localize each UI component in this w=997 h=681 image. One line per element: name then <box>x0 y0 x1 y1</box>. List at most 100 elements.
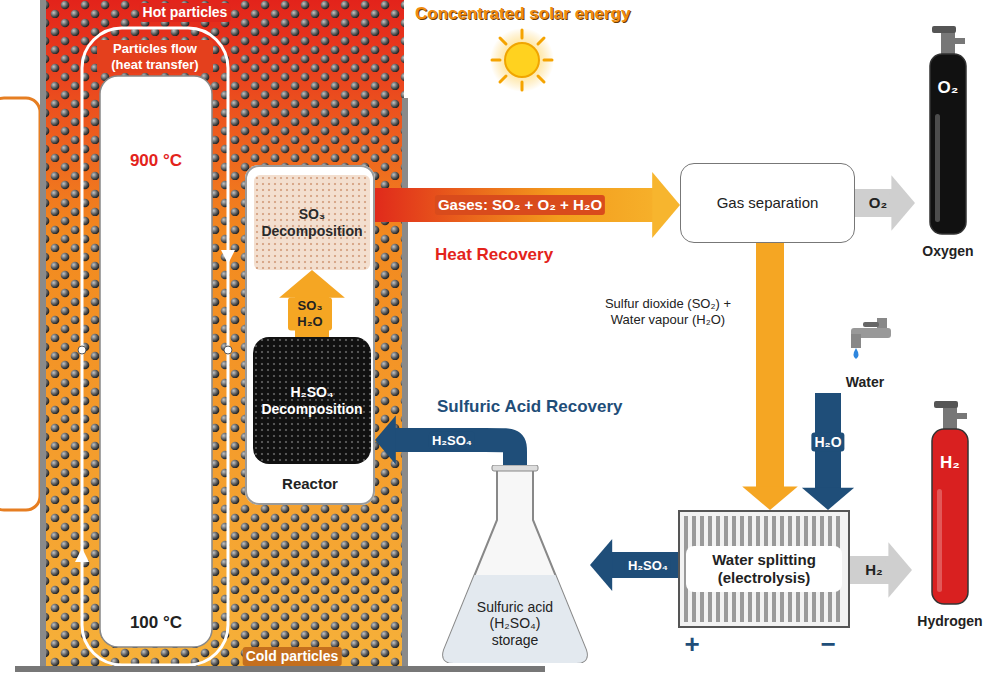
arrow-head <box>375 416 396 465</box>
rect-part <box>863 322 879 327</box>
node-text: SO₃ Decomposition <box>258 206 366 240</box>
arrow-label: H₂ <box>862 560 886 580</box>
electrode-sign: − <box>817 630 838 658</box>
flow-arrow <box>279 270 345 337</box>
line-part <box>544 59 552 62</box>
particle-loop <box>82 28 228 665</box>
ground-base <box>15 666 545 672</box>
sun <box>505 43 539 77</box>
flow-arrow <box>850 542 912 598</box>
flow-arrow <box>375 172 680 238</box>
arrow-shaft <box>850 556 889 584</box>
arrow-shaft <box>756 243 784 487</box>
path-part <box>854 348 859 359</box>
arrow-shaft <box>611 552 678 578</box>
node-text: H₂ <box>940 453 960 473</box>
node-text: Hydrogen <box>917 613 982 630</box>
process-box: Gas separation <box>680 163 855 243</box>
rect-part <box>957 413 967 419</box>
flow-label: Particles flow (heat transfer) <box>97 40 213 73</box>
rect-part <box>935 114 940 222</box>
arrow-label: SO₃ H₂O <box>288 297 332 330</box>
arrow-head <box>742 486 798 510</box>
arrow-shaft <box>855 189 892 217</box>
energy-label: Concentrated solar energy <box>412 3 633 25</box>
node-text: Water <box>846 374 884 391</box>
process-label-box: Sulfuric Acid Recovery <box>434 396 626 418</box>
gas-cylinder: H₂ Hydrogen <box>912 395 988 630</box>
reactor-box: SO₃ DecompositionH₂SO₄ DecompositionReac… <box>245 165 375 505</box>
flow-marker <box>224 346 232 354</box>
arrow-label: Sulfur dioxide (SO₂) + Water vapour (H₂O… <box>586 295 751 328</box>
arrow-label-box: Sulfur dioxide (SO₂) + Water vapour (H₂O… <box>586 295 751 328</box>
energy-label-box: Concentrated solar energy <box>412 3 633 25</box>
electrolyser: Water splitting (electrolysis) <box>678 510 850 628</box>
sun-glow <box>490 28 554 92</box>
water-tap: Water <box>820 318 910 393</box>
arrow-head <box>652 172 680 238</box>
node-text: Water splitting (electrolysis) <box>686 546 842 592</box>
electrode-sign-box: − <box>817 630 838 658</box>
sun-rays <box>492 30 552 90</box>
particle-bed <box>46 0 404 668</box>
storage-flask: Sulfuric acid (H₂SO₄) storage <box>440 465 590 663</box>
arrow-head <box>802 488 854 510</box>
line-part <box>500 76 506 82</box>
rect-part <box>932 429 968 604</box>
line-part <box>492 59 500 62</box>
gas-cylinder-outline <box>912 395 988 630</box>
arrow-label-box: H₂SO₄ <box>429 431 475 450</box>
arrow-head <box>891 175 915 231</box>
electrode-sign-box: + <box>681 630 702 658</box>
tower-ground <box>46 0 404 668</box>
node-text: Gas separation <box>717 194 819 212</box>
side-panel <box>0 98 40 510</box>
temperature-label: 100 °C <box>127 612 185 634</box>
path-part <box>443 467 587 663</box>
arrow-label: Gases: SO₂ + O₂ + H₂O <box>435 195 605 215</box>
rect-part <box>851 334 861 348</box>
arrow-label-box: H₂SO₄ <box>625 556 671 575</box>
rect-part <box>680 512 848 626</box>
flow-label-box: Particles flow (heat transfer) <box>97 40 213 73</box>
rect-part <box>955 38 965 44</box>
node-text: Sulfuric acid (H₂SO₄) storage <box>465 599 565 649</box>
flow-marker <box>78 346 86 354</box>
arrow-head <box>590 539 612 591</box>
zone-label: Hot particles <box>140 3 231 22</box>
temperature-label-box: 100 °C <box>127 612 185 634</box>
rect-part <box>932 26 956 33</box>
process-label: Sulfuric Acid Recovery <box>434 396 626 418</box>
zone-label: Cold particles <box>243 647 342 666</box>
reactor-fill <box>245 165 375 505</box>
electrode-sign: + <box>681 630 702 658</box>
rect-part <box>492 465 538 471</box>
gas-cylinder: O₂Oxygen <box>915 20 981 260</box>
node-text: Reactor <box>282 475 338 493</box>
arrow-label: H₂SO₄ <box>625 557 671 575</box>
arrow-label-box: Gases: SO₂ + O₂ + H₂O <box>435 195 605 215</box>
arrow-head <box>888 542 912 598</box>
arrow-label: H₂O <box>811 433 844 452</box>
rect-part <box>943 407 957 431</box>
arrow-label-box: H₂O <box>811 433 844 452</box>
arrow-label: O₂ <box>866 193 890 213</box>
zone-label-box: Cold particles <box>243 647 342 666</box>
rect-part <box>937 489 942 592</box>
process-label: Heat Recovery <box>432 244 556 266</box>
arrow-shaft <box>375 188 653 222</box>
line-part <box>538 76 544 82</box>
flow-arrowhead <box>75 548 89 562</box>
flow-arrow <box>855 175 915 231</box>
arrow-label-box: O₂ <box>866 193 890 213</box>
arrow-label: H₂SO₄ <box>429 432 475 450</box>
process-label-box: Heat Recovery <box>432 244 556 266</box>
flow-arrow <box>742 243 798 510</box>
line-part <box>521 82 524 90</box>
temperature-label: 900 °C <box>127 150 185 172</box>
process-box: H₂SO₄ Decomposition <box>253 337 371 464</box>
rect-part <box>934 401 958 408</box>
